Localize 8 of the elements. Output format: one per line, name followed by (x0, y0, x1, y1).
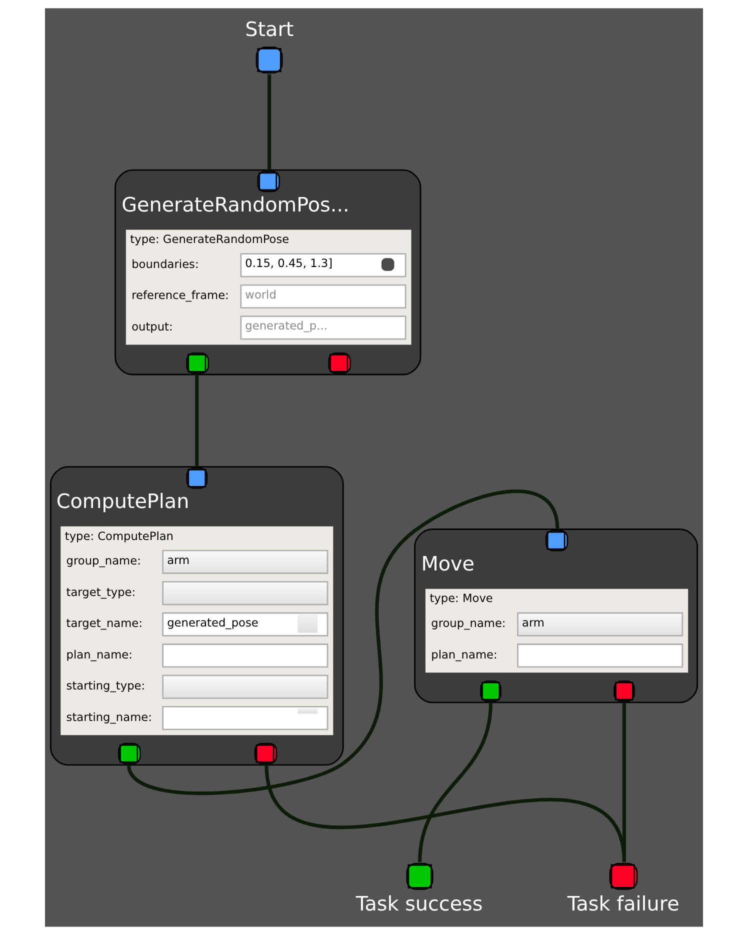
node-label: Task failure (567, 892, 680, 916)
connector (195, 374, 199, 467)
connector (127, 490, 560, 795)
connector (268, 74, 272, 170)
connector (418, 702, 493, 862)
connector (622, 702, 626, 862)
node-label: Task success (356, 892, 483, 916)
node-label: Start (245, 18, 294, 42)
